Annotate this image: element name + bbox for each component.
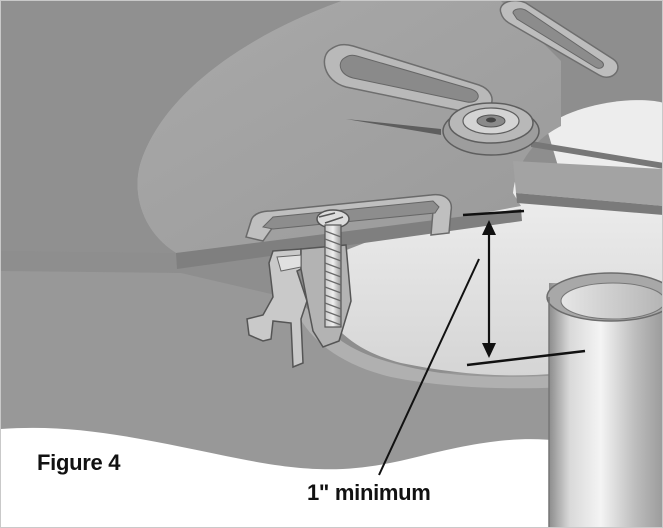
- pipe: [546, 272, 662, 527]
- callout-leader-line: [378, 258, 480, 476]
- figure-label: Figure 4: [37, 450, 121, 475]
- lower-reference-line: [466, 349, 586, 367]
- dimension-arrow-top: [482, 220, 496, 235]
- deflector-blade: [346, 119, 441, 135]
- rim-edge: [297, 301, 601, 389]
- deflector-arm: [531, 141, 662, 169]
- mounting-screw: [316, 209, 350, 328]
- nozzle-hub: [346, 102, 662, 169]
- left-wall: [1, 1, 341, 253]
- plate-arm: [513, 161, 662, 206]
- dimension-markers: [378, 209, 586, 476]
- adjustment-slot-top-right: [499, 1, 619, 78]
- mounting-plate: [137, 1, 561, 253]
- dimension-arrow-bottom: [482, 343, 496, 358]
- upper-reference-line: [462, 209, 525, 217]
- bottom-white-area: [1, 427, 561, 527]
- plate-arm-edge: [516, 193, 662, 215]
- dimension-label: 1" minimum: [307, 480, 431, 505]
